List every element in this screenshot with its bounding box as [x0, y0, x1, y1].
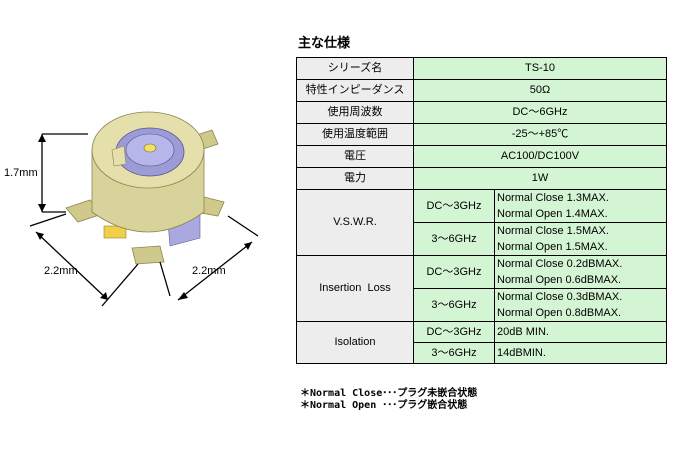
height-label: 1.7mm	[4, 167, 38, 179]
band-label: 3～6GHz	[413, 288, 495, 322]
detail-line: Normal Open 1.5MAX.	[497, 241, 608, 253]
detail-line: Normal Open 1.4MAX.	[497, 208, 608, 220]
spec-title: 主な仕様	[298, 36, 351, 51]
table-row: 3～6GHz Normal Close 1.5MAX. Normal Open …	[297, 222, 667, 256]
table-row: 使用周波数 DC～6GHz	[296, 101, 667, 124]
spec-label: 電力	[296, 167, 414, 190]
spec-detail: 20dB MIN.	[494, 321, 667, 343]
connector-body	[65, 111, 225, 265]
spec-label: シリーズ名	[296, 57, 414, 80]
spec-detail: Normal Close 1.5MAX. Normal Open 1.5MAX.	[494, 222, 667, 256]
isolation-label: Isolation	[296, 321, 414, 364]
spec-value: 50Ω	[413, 79, 667, 102]
width-dimension-left	[29, 213, 139, 307]
table-row: 使用温度範囲 -25～+85℃	[296, 123, 667, 146]
spec-label: 使用温度範囲	[296, 123, 414, 146]
band-label: DC～3GHz	[413, 321, 495, 343]
detail-line: Normal Close 0.3dBMAX.	[497, 291, 623, 303]
detail-line: Normal Close 1.3MAX.	[497, 192, 609, 204]
spec-detail: Normal Close 0.3dBMAX. Normal Open 0.8dB…	[494, 288, 667, 322]
footnotes: ＊Normal Close･･･プラグ未嵌合状態 ＊Normal Open ･･…	[300, 388, 477, 412]
insertion-loss-label: Insertion Loss	[296, 255, 414, 322]
connector-drawing: 1.7mm 2.2mm 2.2mm	[4, 111, 259, 307]
table-row: 特性インピーダンス 50Ω	[296, 79, 667, 102]
spec-label: 使用周波数	[296, 101, 414, 124]
spec-table: シリーズ名 TS-10 特性インピーダンス 50Ω 使用周波数 DC～6GHz …	[296, 57, 667, 364]
table-row: 電圧 AC100/DC100V	[296, 145, 667, 168]
spec-detail: 14dBMIN.	[494, 342, 667, 364]
band-label: DC～3GHz	[413, 255, 495, 289]
footnote: ＊Normal Open ･･･プラグ嵌合状態	[300, 400, 468, 411]
spec-value: AC100/DC100V	[413, 145, 667, 168]
table-row: Isolation DC～3GHz 20dB MIN.	[296, 321, 667, 364]
table-row: 3～6GHz 14dBMIN.	[297, 342, 667, 364]
spec-detail: Normal Close 1.3MAX. Normal Open 1.4MAX.	[494, 189, 667, 223]
table-row: 電力 1W	[296, 167, 667, 190]
band-label: DC～3GHz	[413, 189, 495, 223]
width-dimension-right	[159, 215, 259, 301]
table-row: シリーズ名 TS-10	[296, 57, 667, 80]
width-left-label: 2.2mm	[44, 265, 78, 277]
band-label: 3～6GHz	[413, 342, 495, 364]
detail-line: Normal Close 0.2dBMAX.	[497, 258, 623, 270]
table-row: 3～6GHz Normal Close 0.3dBMAX. Normal Ope…	[297, 288, 667, 322]
vswr-label: V.S.W.R.	[296, 189, 414, 256]
footnote: ＊Normal Close･･･プラグ未嵌合状態	[300, 388, 478, 399]
detail-line: Normal Open 0.6dBMAX.	[497, 274, 622, 286]
spec-value: 1W	[413, 167, 667, 190]
spec-value: -25～+85℃	[413, 123, 667, 146]
spec-label: 特性インピーダンス	[296, 79, 414, 102]
band-label: 3～6GHz	[413, 222, 495, 256]
spec-label: 電圧	[296, 145, 414, 168]
detail-line: Normal Close 1.5MAX.	[497, 225, 609, 237]
table-row: V.S.W.R. DC～3GHz Normal Close 1.3MAX. No…	[296, 189, 667, 256]
table-row: Insertion Loss DC～3GHz Normal Close 0.2d…	[296, 255, 667, 322]
spec-detail: Normal Close 0.2dBMAX. Normal Open 0.6dB…	[494, 255, 667, 289]
spec-value: TS-10	[413, 57, 667, 80]
detail-line: Normal Open 0.8dBMAX.	[497, 307, 622, 319]
height-dimension	[38, 133, 88, 213]
width-right-label: 2.2mm	[192, 265, 226, 277]
spec-value: DC～6GHz	[413, 101, 667, 124]
